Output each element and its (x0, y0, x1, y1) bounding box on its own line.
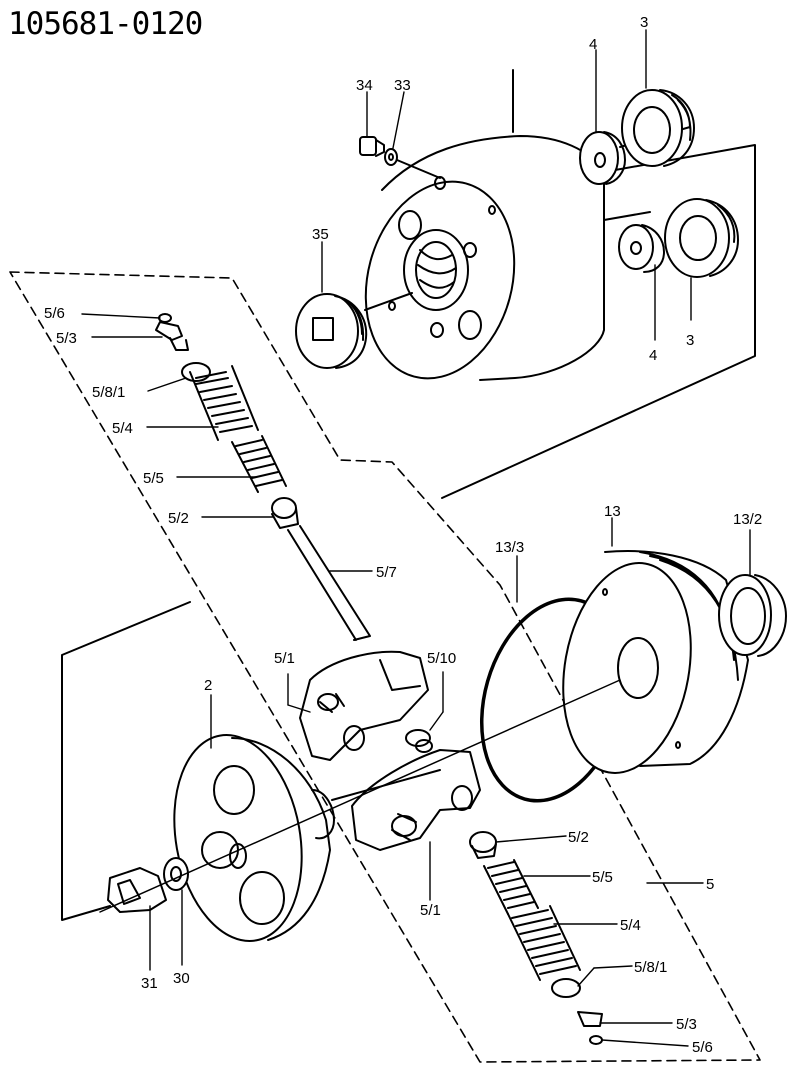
label-5-3-lower: 5/3 (676, 1016, 697, 1033)
label-5-7: 5/7 (376, 564, 397, 581)
part-number-title: 105681-0120 (8, 6, 203, 42)
label-3-upper: 3 (640, 14, 648, 31)
center-axis (99, 679, 621, 913)
label-33: 33 (394, 77, 411, 94)
label-5-4-upper: 5/4 (112, 420, 133, 437)
washer-30 (163, 857, 189, 891)
label-5-6-upper: 5/6 (44, 305, 65, 322)
seal-4-upper (579, 131, 626, 185)
label-5-2-upper: 5/2 (168, 510, 189, 527)
washer-33 (384, 148, 441, 179)
label-5-4-lower: 5/4 (620, 917, 641, 934)
pump-block-upper (299, 650, 429, 761)
spring-lower-small (487, 861, 535, 909)
spring-upper-small (235, 439, 283, 487)
label-3-lower: 3 (686, 332, 694, 349)
label-13-2: 13/2 (733, 511, 762, 528)
label-5-6-lower: 5/6 (692, 1039, 713, 1056)
label-5-5-upper: 5/5 (143, 470, 164, 487)
plug-35 (295, 292, 413, 369)
callout-labels: 34 33 4 3 35 4 3 5/6 5/3 5/8/1 5/4 5/5 5… (44, 14, 762, 1056)
label-5-3-upper: 5/3 (56, 330, 77, 347)
pulley-13 (562, 550, 749, 774)
label-13-3: 13/3 (495, 539, 524, 556)
housing-assembly (364, 69, 756, 499)
label-5-10: 5/10 (427, 650, 456, 667)
fitting-31 (107, 867, 167, 913)
ring-3-upper (621, 89, 695, 167)
label-5-2-lower: 5/2 (568, 829, 589, 846)
pushrod-5-7 (287, 525, 371, 641)
label-4-upper: 4 (589, 36, 597, 53)
label-5-1-upper: 5/1 (274, 650, 295, 667)
label-5-8-1-upper: 5/8/1 (92, 384, 125, 401)
label-5: 5 (706, 876, 714, 893)
bearing-13-2 (718, 574, 787, 657)
label-4-lower: 4 (649, 347, 657, 364)
upper-valve-stack (155, 313, 371, 641)
label-5-8-1-lower: 5/8/1 (634, 959, 667, 976)
label-34: 34 (356, 77, 373, 94)
label-5-5-lower: 5/5 (592, 869, 613, 886)
lower-valve-stack (469, 831, 603, 1045)
label-30: 30 (173, 970, 190, 987)
label-31: 31 (141, 975, 158, 992)
flange-2 (61, 601, 441, 942)
spring-upper-large (195, 371, 253, 433)
pump-block-lower (351, 749, 481, 851)
label-5-1-lower: 5/1 (420, 902, 441, 919)
group-5-boundary (9, 271, 761, 1063)
spring-lower-large (511, 909, 577, 975)
seal-4-lower (618, 224, 665, 273)
screw-34 (359, 136, 385, 157)
leader-lines (81, 29, 751, 1047)
label-2: 2 (204, 677, 212, 694)
label-35: 35 (312, 226, 329, 243)
ring-3-lower (664, 198, 739, 278)
valve-5-10 (405, 729, 433, 753)
label-13: 13 (604, 503, 621, 520)
